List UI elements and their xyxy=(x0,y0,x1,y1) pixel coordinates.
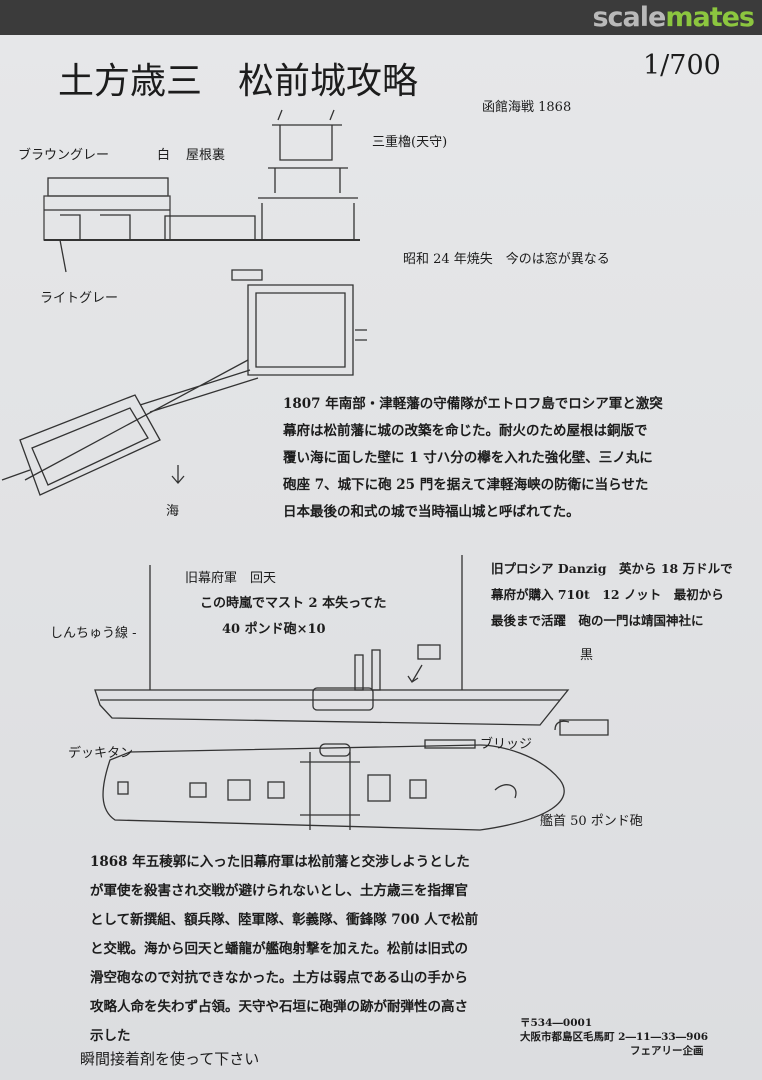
ship-name: 旧幕府軍 回天 xyxy=(185,571,277,586)
ship-side-drawing xyxy=(94,555,609,736)
label-roof-underside: 屋根裏 xyxy=(186,148,226,163)
label-bridge: ブリッジ xyxy=(480,737,533,752)
instruction-sheet xyxy=(0,35,762,1080)
page-title: 土方歳三 松前城攻略 xyxy=(58,61,419,102)
mast-note: この時嵐でマスト 2 本失ってた xyxy=(200,596,387,611)
label-three-tier-turret: 三重櫓(天守) xyxy=(372,135,448,150)
ship-history: 旧プロシア Danzig 英から 18 万ドルで 幕府が購入 710t 12 ノ… xyxy=(491,561,733,628)
label-brown-grey: ブラウングレー xyxy=(18,148,110,163)
ship-top-drawing xyxy=(102,739,565,831)
site-header-bar: scalemates xyxy=(0,0,762,35)
burned-note: 昭和 24 年焼失 今のは窓が異なる xyxy=(403,252,610,267)
history-paragraph: 1807 年南部・津軽藩の守備隊がエトロフ島でロシア軍と激突 幕府は松前藩に城の… xyxy=(283,396,663,520)
scale-label: 1/700 xyxy=(643,50,721,81)
label-white: 白 xyxy=(157,148,171,163)
label-shinchu-line: しんちゅう線 - xyxy=(50,626,137,641)
subtitle: 函館海戦 1868 xyxy=(482,100,572,115)
label-bow-gun: 艦首 50 ポンド砲 xyxy=(540,814,643,829)
label-light-grey: ライトグレー xyxy=(40,291,119,306)
battle-paragraph: 1868 年五稜郭に入った旧幕府軍は松前藩と交渉しようとした が軍使を殺害され交… xyxy=(90,854,479,1044)
address-block: 〒534―0001 大阪市都島区毛馬町 2―11―33―906 フェアリー企画 xyxy=(520,1017,709,1057)
guns-note: 40 ポンド砲×10 xyxy=(222,622,326,637)
label-black: 黒 xyxy=(580,648,594,663)
scalemates-logo[interactable]: scalemates xyxy=(592,2,755,33)
castle-drawing xyxy=(43,109,360,273)
label-deck-tan: デッキタン xyxy=(68,746,134,761)
castle-plan-drawing xyxy=(1,269,367,496)
label-sea: 海 xyxy=(166,504,180,519)
glue-note: 瞬間接着剤を使って下さい xyxy=(80,1050,260,1068)
